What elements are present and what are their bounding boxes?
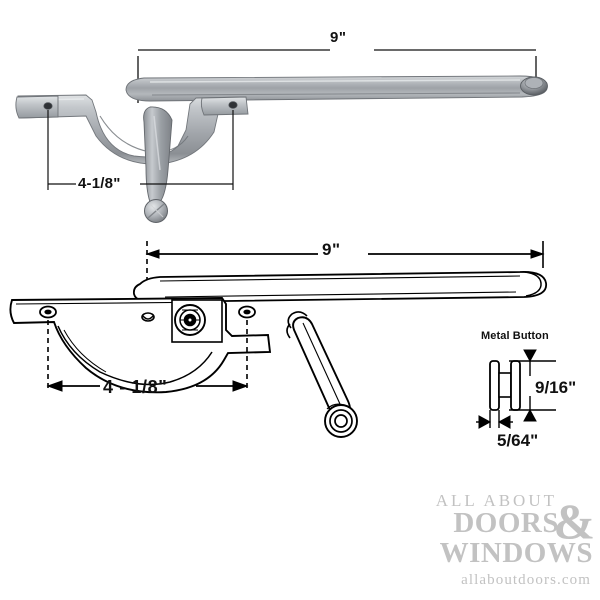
watermark-ampersand: & [553, 493, 595, 549]
top-hole-spacing-label: 4-1/8" [78, 175, 121, 192]
top-crank-handle [143, 106, 173, 203]
watermark-line-all-about: ALL ABOUT [435, 491, 557, 510]
metal-button-height-dimension [509, 349, 556, 422]
bottom-spindle-hub [171, 299, 223, 343]
bottom-hole-spacing-label: 4 - 1/8" [103, 377, 168, 397]
metal-button-drawing [489, 360, 521, 411]
metal-button-thickness-dimension [476, 410, 513, 429]
metal-button-height-label: 9/16" [535, 378, 577, 397]
metal-button-thickness-label: 5/64" [497, 431, 539, 450]
top-length-label: 9" [330, 29, 347, 46]
bottom-length-label: 9" [322, 240, 341, 259]
top-right-mount-flange [200, 96, 249, 116]
detached-crank-handle [286, 311, 358, 438]
top-right-screw-hole [228, 101, 238, 109]
bottom-right-screw-hole [238, 305, 256, 319]
top-dimension-4-1-8 [47, 110, 234, 190]
bottom-left-screw-hole [39, 305, 57, 319]
bottom-dimension-4-1-8 [46, 320, 249, 392]
top-arm-pivot-stud [520, 76, 548, 96]
watermark-line-windows: WINDOWS [439, 536, 593, 569]
bottom-arm-pivot-hole [141, 312, 155, 322]
watermark-line-doors: DOORS [453, 507, 559, 539]
top-left-screw-hole [43, 102, 53, 110]
bottom-operator-arm [132, 271, 547, 303]
watermark-website: allaboutdoors.com [461, 572, 591, 589]
watermark-logo: ALL ABOUT DOORS & WINDOWS allaboutdoors.… [380, 491, 595, 589]
top-crank-knob [144, 199, 168, 223]
metal-button-title: Metal Button [481, 330, 549, 342]
